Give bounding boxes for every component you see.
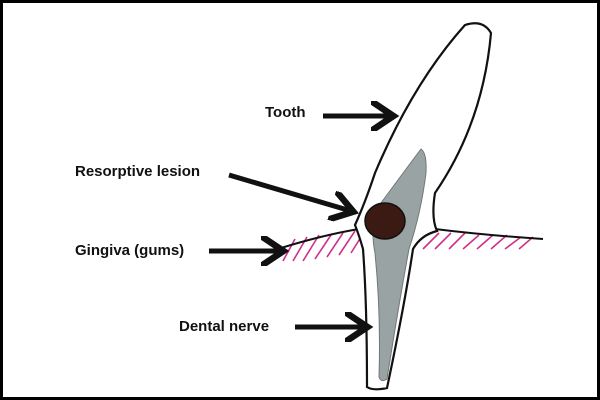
lesion-arrow [228,172,351,211]
gingiva-label: Gingiva (gums) [75,242,185,259]
diagram-drawing [209,22,544,391]
tooth-label: Tooth [265,104,306,121]
dental-nerve-label: Dental nerve [179,318,270,335]
arrows [209,116,391,327]
resorptive-lesion-label: Resorptive lesion [75,163,201,180]
resorptive-lesion [364,202,406,240]
